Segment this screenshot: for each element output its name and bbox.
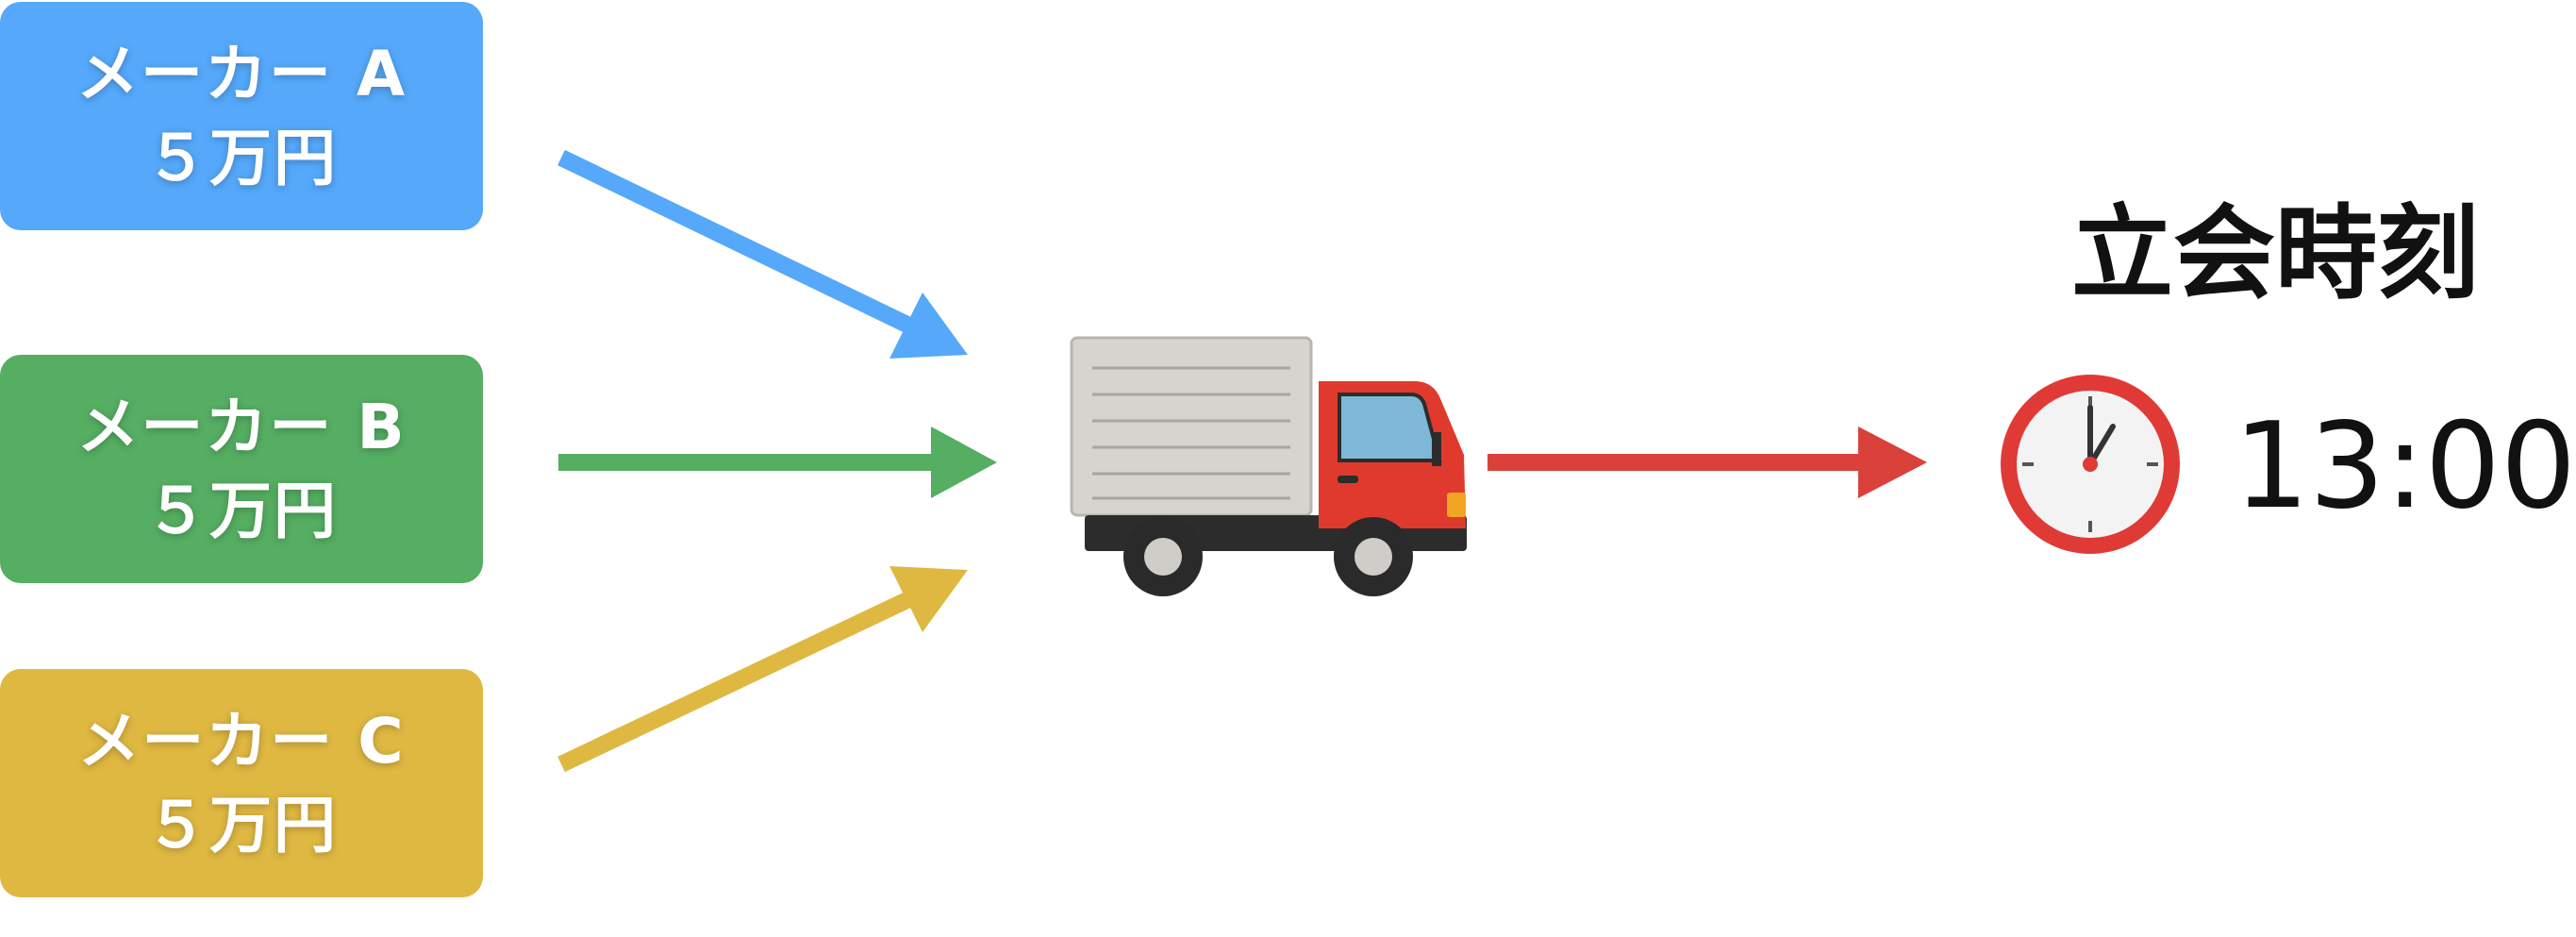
maker-a-name: メーカー A [75,37,407,110]
maker-b-box: メーカー B ５万円 [0,355,483,583]
maker-b-price: ５万円 [145,475,338,547]
clock-icon [2001,375,2180,554]
maker-b-name: メーカー B [76,390,407,463]
inspection-time-title: 立会時刻 [2071,195,2480,313]
maker-a-price: ５万円 [145,122,338,194]
maker-c-price: ５万円 [145,789,338,862]
arrow-maker-a-to-truck [557,149,968,359]
delivery-truck-icon [1070,336,1467,596]
inspection-time-value: 13:00 [2234,396,2576,535]
arrow-maker-b-to-truck [558,427,997,498]
maker-a-box: メーカー A ５万円 [0,2,483,230]
arrow-truck-to-inspection [1487,427,1927,498]
arrow-maker-c-to-truck [557,566,968,773]
maker-c-box: メーカー C ５万円 [0,669,483,897]
maker-c-name: メーカー C [77,704,406,778]
